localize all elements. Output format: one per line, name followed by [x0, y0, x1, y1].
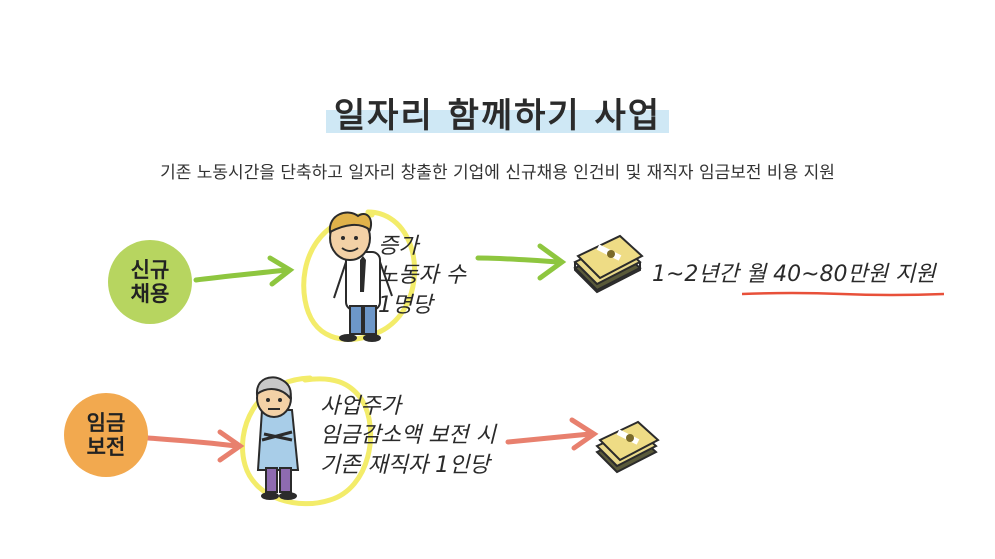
- note-line: 기존 재직자 1인당: [320, 452, 490, 478]
- note-new-hire: 증가 노동자 수 1명당: [378, 232, 466, 320]
- employer-icon: [255, 376, 300, 500]
- note-line: 사업주가: [320, 394, 401, 419]
- money-stack-icon-row2: [595, 420, 660, 474]
- arrow-red-2: [505, 417, 599, 451]
- note-line: 1명당: [378, 292, 433, 318]
- note-line: 증가: [378, 234, 419, 259]
- support-underline: [742, 291, 944, 297]
- arrow-red-1: [145, 429, 245, 463]
- arrow-green-2: [475, 243, 567, 281]
- support-amount: 1~2년간 월 40~80만원 지원: [652, 262, 936, 287]
- note-wage-support: 사업주가 임금감소액 보전 시 기존 재직자 1인당: [320, 392, 496, 480]
- note-line: 노동자 수: [378, 263, 466, 289]
- note-line: 임금감소액 보전 시: [320, 423, 496, 449]
- highlight-circle-row2: [240, 375, 374, 507]
- page-title: 일자리 함께하기 사업: [0, 88, 995, 137]
- page-subtitle: 기존 노동시간을 단축하고 일자리 창출한 기업에 신규채용 인건비 및 재직자…: [160, 163, 835, 183]
- young-worker-icon: [328, 211, 393, 342]
- money-stack-icon-row1: [573, 234, 644, 294]
- arrow-green-1: [193, 255, 295, 287]
